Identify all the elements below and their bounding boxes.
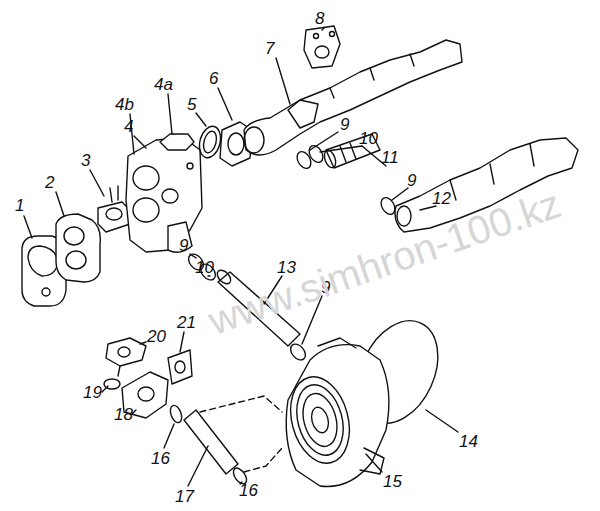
callout-number: 4a xyxy=(154,76,173,93)
callout-number: 4b xyxy=(115,96,134,113)
callout-number: 11 xyxy=(381,149,399,166)
callout-number: 19 xyxy=(83,384,102,401)
callout-number: 4 xyxy=(124,118,133,135)
callout-number: 16 xyxy=(151,450,170,467)
callout-number: 7 xyxy=(265,40,274,57)
callout-number: 6 xyxy=(209,70,218,87)
callout-number: 10 xyxy=(195,259,214,276)
callout-number: 14 xyxy=(459,433,478,450)
callout-number: 9 xyxy=(407,172,416,189)
callout-number: 18 xyxy=(114,406,133,423)
callout-number: 2 xyxy=(45,174,54,191)
callout-number: 8 xyxy=(315,10,324,27)
callout-number: 16 xyxy=(239,482,258,499)
callout-number: 15 xyxy=(383,473,402,490)
callout-number: 3 xyxy=(81,152,90,169)
callout-number: 12 xyxy=(432,190,451,207)
callout-number: 5 xyxy=(187,96,196,113)
callout-number: 17 xyxy=(175,488,194,505)
callout-number: 21 xyxy=(177,314,196,331)
callout-number: 10 xyxy=(359,130,378,147)
watermark: www.simhron-100.kz xyxy=(204,183,566,341)
callout-number: 9 xyxy=(340,116,349,133)
callout-number: 9 xyxy=(179,237,188,254)
callout-number: 1 xyxy=(15,197,24,214)
callout-number: 20 xyxy=(147,328,166,345)
